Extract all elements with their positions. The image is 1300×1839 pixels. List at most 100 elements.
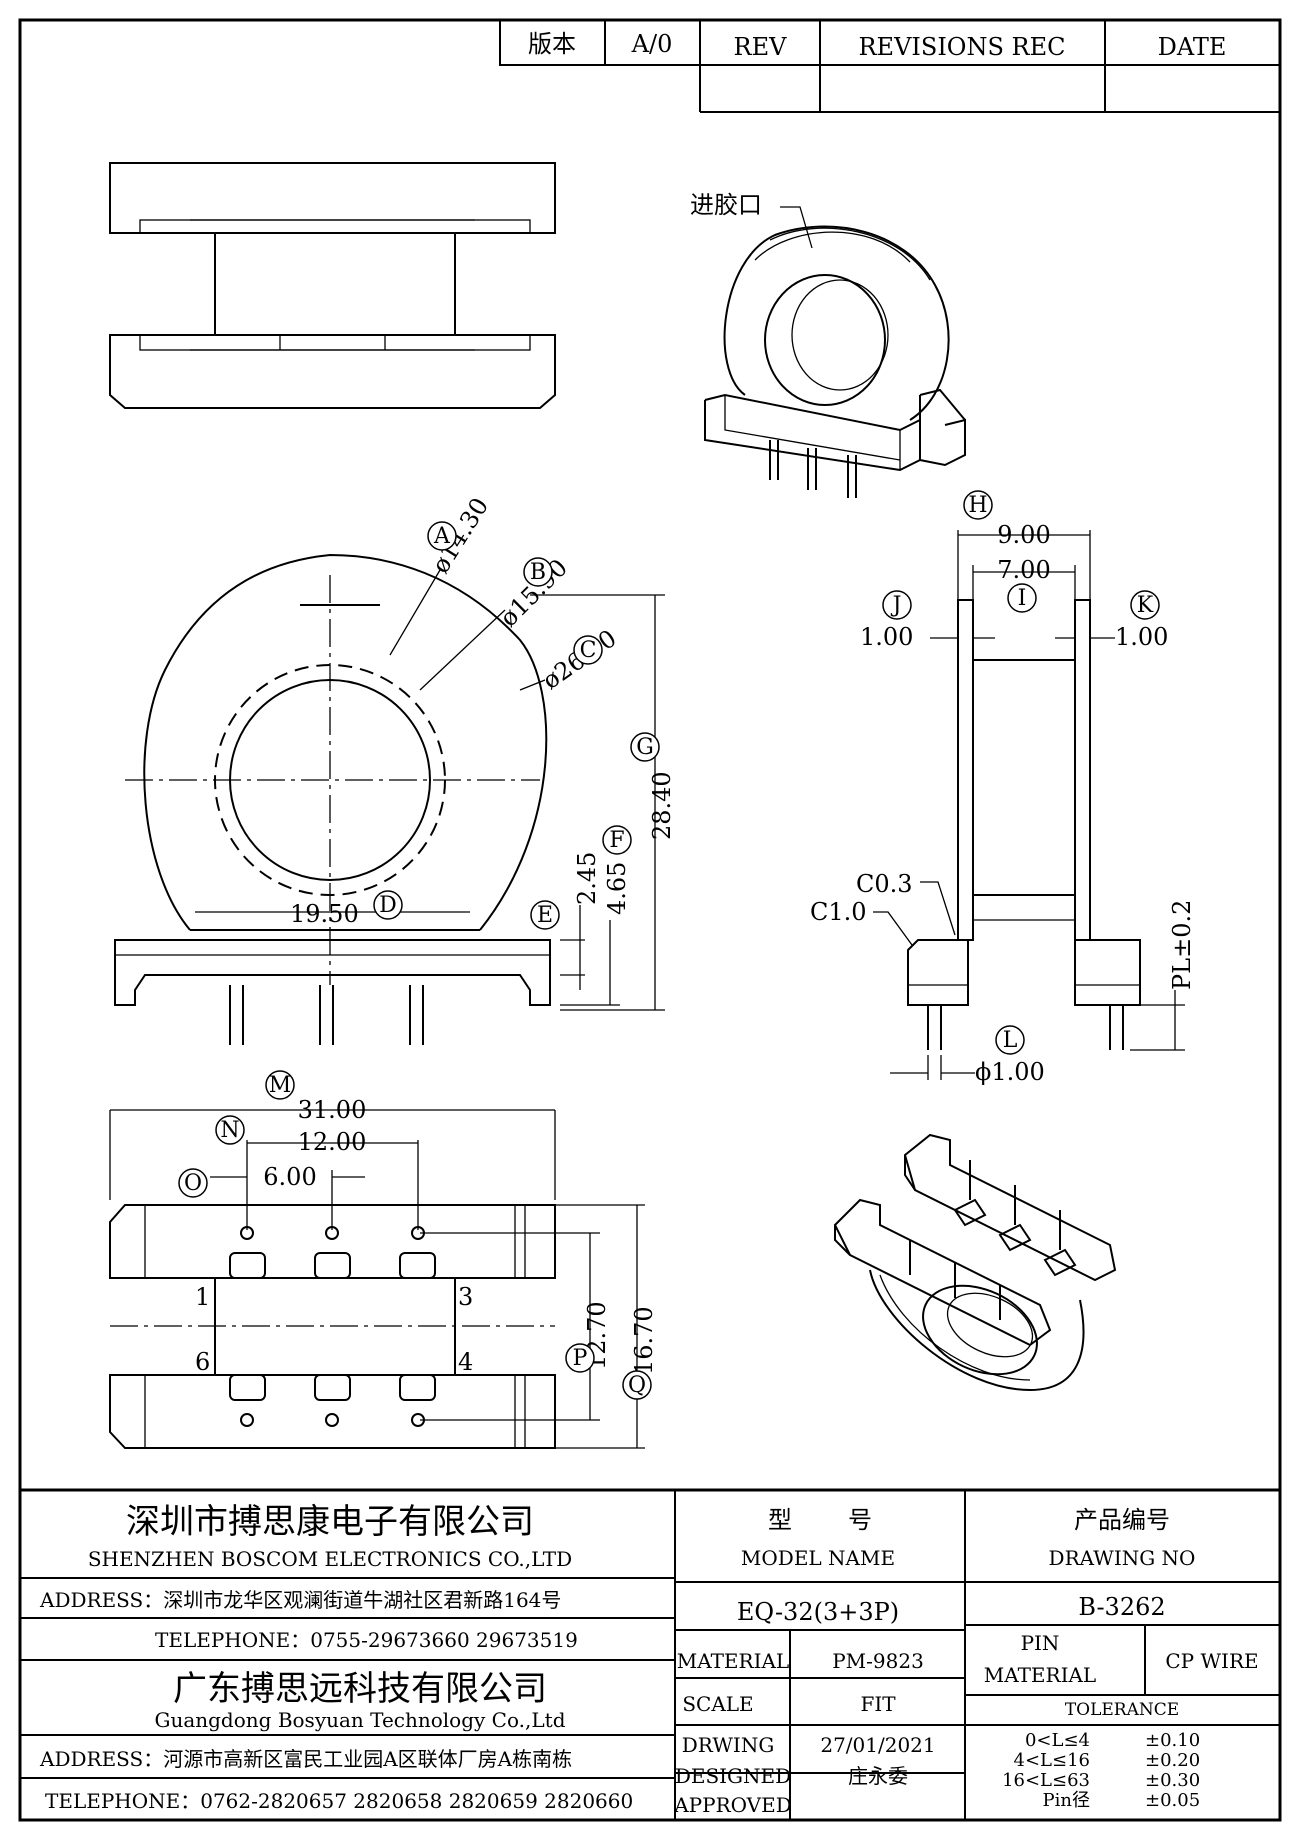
tolerance-row: 0<L≤4 ±0.10 bbox=[1025, 1730, 1200, 1751]
revisions-header: REVISIONS REC bbox=[858, 33, 1065, 61]
svg-text:G: G bbox=[636, 735, 654, 760]
balloon-f: F bbox=[602, 825, 632, 855]
svg-text:Q: Q bbox=[628, 1373, 646, 1398]
tolerance-label: TOLERANCE bbox=[1065, 1700, 1179, 1720]
balloon-j: J bbox=[882, 590, 912, 620]
balloon-d: D bbox=[373, 890, 403, 920]
svg-text:4<L≤16: 4<L≤16 bbox=[1014, 1750, 1090, 1771]
drawing-no-value: B-3262 bbox=[1078, 1593, 1165, 1621]
balloon-m: M bbox=[265, 1070, 295, 1100]
version-label: 版本 bbox=[528, 30, 576, 58]
drawing-no-cn: 产品编号 bbox=[1074, 1506, 1170, 1534]
balloon-q: Q bbox=[622, 1370, 652, 1400]
svg-text:±0.20: ±0.20 bbox=[1145, 1750, 1200, 1771]
svg-text:K: K bbox=[1137, 593, 1154, 618]
approved-label: APPROVED bbox=[673, 1793, 792, 1817]
rev-header: REV bbox=[734, 33, 788, 61]
svg-text:B: B bbox=[530, 560, 546, 585]
side-view: 9.00 7.00 1.00 1.00 C0.3 C1.0 PL±0.2 ϕ1.… bbox=[810, 490, 1196, 1086]
svg-text:J: J bbox=[891, 593, 902, 618]
pin-3-label: 3 bbox=[458, 1283, 473, 1311]
balloon-e: E bbox=[530, 900, 560, 930]
dim-f-value: 4.65 bbox=[603, 862, 631, 915]
top-view bbox=[109, 162, 556, 409]
tolerance-row: 16<L≤63 ±0.30 bbox=[1002, 1770, 1200, 1791]
telephone1: TELEPHONE：0755-29673660 29673519 bbox=[155, 1628, 578, 1652]
balloon-b: B bbox=[523, 557, 553, 587]
svg-text:M: M bbox=[269, 1073, 292, 1098]
dim-i-value: 7.00 bbox=[997, 556, 1050, 584]
date-header: DATE bbox=[1158, 33, 1227, 61]
dim-e-value: 2.45 bbox=[573, 852, 601, 905]
balloon-p: P bbox=[565, 1343, 595, 1373]
svg-text:±0.05: ±0.05 bbox=[1145, 1790, 1200, 1811]
svg-text:C: C bbox=[580, 638, 597, 663]
svg-text:A: A bbox=[433, 524, 451, 549]
svg-text:I: I bbox=[1018, 586, 1027, 611]
bottom-view: 1 3 6 4 31.00 12.00 6.00 12.70 16.70 M N… bbox=[109, 1070, 658, 1449]
dim-n-value: 12.00 bbox=[298, 1128, 367, 1156]
balloon-h: H bbox=[963, 490, 993, 520]
dim-l-value: ϕ1.00 bbox=[975, 1058, 1045, 1086]
revision-block: 版本 A/0 REV REVISIONS REC DATE bbox=[499, 19, 1281, 113]
company2-en: Guangdong Bosyuan Technology Co.,Ltd bbox=[154, 1708, 565, 1732]
svg-text:L: L bbox=[1003, 1028, 1018, 1053]
model-cn-2: 号 bbox=[848, 1506, 872, 1534]
pin-material-value: CP WIRE bbox=[1165, 1649, 1258, 1673]
drawing-no-label: DRAWING NO bbox=[1049, 1546, 1196, 1570]
balloon-i: I bbox=[1007, 583, 1037, 613]
model-cn-1: 型 bbox=[768, 1506, 792, 1534]
isometric-view-bottom bbox=[833, 1133, 1117, 1392]
dim-h-value: 9.00 bbox=[997, 521, 1050, 549]
balloon-c: C bbox=[573, 635, 603, 665]
company2-cn: 广东搏思远科技有限公司 bbox=[173, 1669, 547, 1709]
designed-label: DESIGNED bbox=[675, 1764, 791, 1788]
address2: ADDRESS：河源市高新区富民工业园A区联体厂房A栋南栋 bbox=[39, 1747, 572, 1771]
dim-o-value: 6.00 bbox=[263, 1163, 316, 1191]
dim-q-value: 16.70 bbox=[630, 1306, 658, 1375]
balloon-g: G bbox=[630, 732, 660, 762]
gate-label: 进胶口 bbox=[690, 191, 762, 219]
chamfer-c03: C0.3 bbox=[856, 870, 913, 898]
svg-text:P: P bbox=[573, 1346, 588, 1371]
scale-value: FIT bbox=[860, 1692, 896, 1716]
drawing-value: 27/01/2021 bbox=[820, 1733, 935, 1757]
front-view: ø14.30 ø15.90 ø26.80 19.50 2.45 4.65 28.… bbox=[114, 493, 676, 1045]
tolerance-row: Pin径 ±0.05 bbox=[1043, 1790, 1201, 1811]
chamfer-c10: C1.0 bbox=[810, 898, 867, 926]
tolerance-row: 4<L≤16 ±0.20 bbox=[1014, 1750, 1201, 1771]
version-value: A/0 bbox=[631, 30, 673, 58]
scale-label: SCALE bbox=[682, 1692, 753, 1716]
pin-6-label: 6 bbox=[195, 1348, 210, 1376]
drawing-label: DRWING bbox=[682, 1733, 775, 1757]
pin-material-label-1: PIN bbox=[1021, 1631, 1060, 1655]
svg-text:N: N bbox=[220, 1118, 239, 1143]
balloon-l: L bbox=[995, 1025, 1025, 1055]
pin-4-label: 4 bbox=[458, 1348, 473, 1376]
dim-d-value: 19.50 bbox=[290, 900, 359, 928]
svg-text:F: F bbox=[609, 828, 624, 853]
svg-text:0<L≤4: 0<L≤4 bbox=[1025, 1730, 1090, 1751]
dim-m-value: 31.00 bbox=[298, 1096, 367, 1124]
svg-text:±0.10: ±0.10 bbox=[1145, 1730, 1200, 1751]
svg-text:E: E bbox=[537, 903, 553, 928]
model-value: EQ-32(3+3P) bbox=[737, 1598, 899, 1626]
svg-text:H: H bbox=[968, 493, 987, 518]
company1-cn: 深圳市搏思康电子有限公司 bbox=[126, 1502, 534, 1542]
svg-text:D: D bbox=[379, 893, 397, 918]
balloon-k: K bbox=[1130, 590, 1160, 620]
company1-en: SHENZHEN BOSCOM ELECTRONICS CO.,LTD bbox=[88, 1547, 572, 1571]
pin-1-label: 1 bbox=[195, 1283, 210, 1311]
pin-material-label-2: MATERIAL bbox=[984, 1663, 1096, 1687]
isometric-view-top: 进胶口 bbox=[690, 191, 966, 498]
balloon-n: N bbox=[215, 1115, 245, 1145]
material-label: MATERIAL bbox=[677, 1649, 789, 1673]
material-value: PM-9823 bbox=[832, 1649, 924, 1673]
dim-g-value: 28.40 bbox=[648, 771, 676, 840]
title-block: 深圳市搏思康电子有限公司 SHENZHEN BOSCOM ELECTRONICS… bbox=[20, 1488, 1280, 1820]
dim-j-value: 1.00 bbox=[860, 623, 913, 651]
designed-value: 庄永委 bbox=[848, 1764, 908, 1788]
model-label: MODEL NAME bbox=[741, 1546, 895, 1570]
address1: ADDRESS：深圳市龙华区观澜街道牛湖社区君新路164号 bbox=[39, 1588, 561, 1612]
